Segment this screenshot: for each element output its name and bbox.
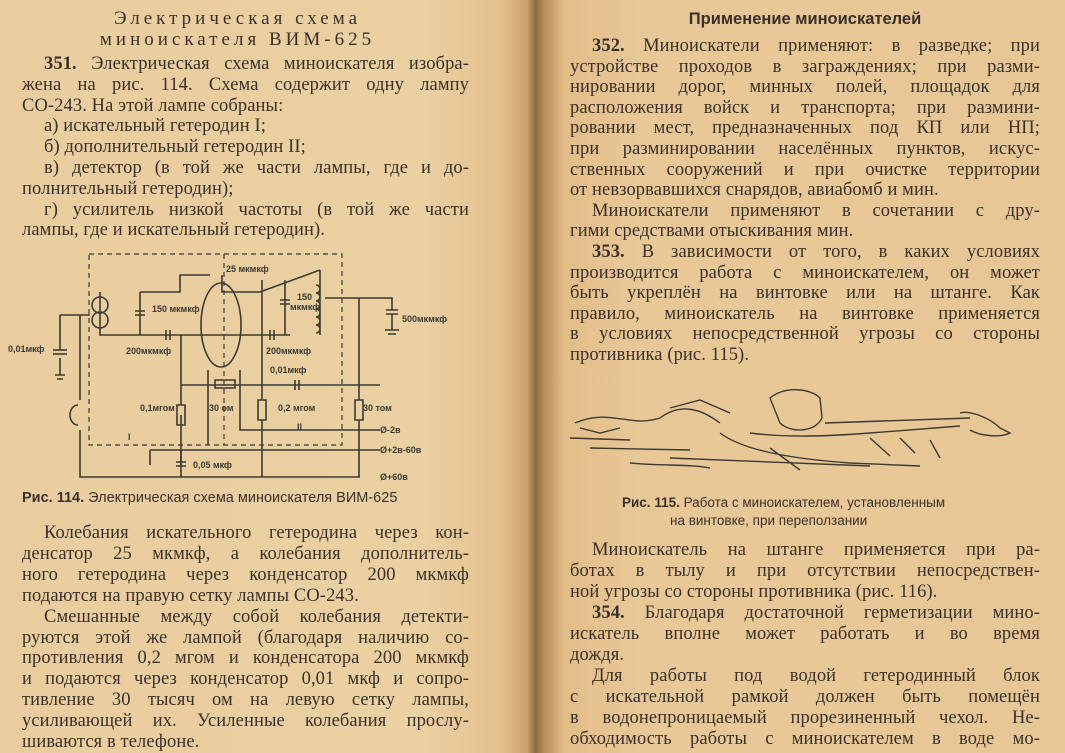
text-line: обходимость работы с миноискателем в вод… xyxy=(570,729,1040,749)
text-line: руются этой же лампой (благодаря наличию… xyxy=(22,627,469,648)
text-line: а) искательный гетеродин I; xyxy=(44,116,267,137)
text-line: ровании мест, предназначенных под КП или… xyxy=(570,118,1040,139)
text-line: тивление 30 тысяч ом на левую сетку ламп… xyxy=(22,690,469,711)
text-line: 353. В зависимости от того, в каких усло… xyxy=(592,242,1040,262)
text-line: нировании дорог, минных полей, площадок … xyxy=(570,77,1040,98)
text-line: при разминировании населённых пунктов, и… xyxy=(570,139,1040,159)
label-c500: 500мкмкф xyxy=(402,314,447,324)
label-block-1: I xyxy=(128,432,131,442)
text-line: устройстве проходов в заграждениях; при … xyxy=(570,56,1040,77)
label-c200b: 200мкмкф xyxy=(266,346,311,356)
label-c001b: 0,01мкф xyxy=(270,365,307,375)
label-r30a: 30 ом xyxy=(209,403,234,413)
label-c200a: 200мкмкф xyxy=(126,346,171,356)
label-c25: 25 мкмкф xyxy=(226,264,269,274)
text-line: быть укреплён на винтовке или на штанге.… xyxy=(570,283,1040,304)
figure-114-circuit-diagram: 25 мкмкф 150 мкмкф 150 мкмкф 500мкмкф 0,… xyxy=(8,253,447,482)
label-block-2: II xyxy=(297,422,302,432)
text-line: жена на рис. 114. Схема содержит одну ла… xyxy=(22,74,469,95)
figure-115-illustration xyxy=(570,389,1012,471)
text-line: 351. Электрическая схема миноискателя из… xyxy=(44,54,469,74)
text-line: г) усилитель низкой частоты (в той же ча… xyxy=(44,199,469,220)
text-line: с искательной рамкой должен быть помещён xyxy=(570,687,1040,707)
text-line: шиваются в телефоне. xyxy=(22,732,200,752)
figure-114-caption: Рис. 114. Электрическая схема миноискате… xyxy=(22,490,398,506)
label-r01: 0,1мгом xyxy=(140,403,175,413)
text-line: Колебания искательного гетеродина через … xyxy=(44,523,469,543)
text-line: денсатор 25 мкмкф, а колебания дополните… xyxy=(22,543,469,564)
label-terminal-2: Ø+2в-60в xyxy=(380,445,422,455)
text-line: в условиях непосредственной угрозы со ст… xyxy=(570,324,1040,345)
label-terminal-3: Ø+60в xyxy=(380,472,408,482)
text-line: производится работа с миноискателем, он … xyxy=(570,262,1040,283)
right-page: Применение миноискателей 352. Миноискате… xyxy=(540,0,1065,753)
text-line: противления 0,2 мгом и конденсатора 200 … xyxy=(22,648,469,669)
text-line: Миноискатели применяют в сочетании с дру… xyxy=(592,200,1040,221)
figure-115-caption-line2: на винтовке, при переползании xyxy=(670,513,868,528)
label-c150a: 150 мкмкф xyxy=(152,304,200,314)
text-line: СО-243. На этой лампе собраны: xyxy=(22,95,284,116)
text-line: правило, миноискатель на винтовке примен… xyxy=(570,303,1040,324)
text-line: ботах в тылу и при отсутствии непосредст… xyxy=(570,561,1040,581)
section-heading: Применение миноискателей xyxy=(688,10,922,28)
text-line: ственных сооружений и при очистке террит… xyxy=(570,159,1040,180)
label-c001a: 0,01мкф xyxy=(8,344,45,354)
label-c005: 0,05 мкф xyxy=(193,460,232,470)
section-title-line2: миноискателя ВИМ-625 xyxy=(99,29,376,50)
text-line: противника (рис. 115). xyxy=(570,345,750,365)
text-line: лампы, где и искательный гетеродин). xyxy=(22,220,325,241)
label-c150b-1: 150 xyxy=(297,292,312,302)
text-line: Смешанные между собой колебания детекти- xyxy=(44,606,469,627)
text-line: и подаются через конденсатор 0,01 мкф и … xyxy=(22,669,469,690)
text-line: от невзорвавшихся снарядов, авиабомб и м… xyxy=(570,180,939,201)
text-line: ной угрозы со стороны противника (рис. 1… xyxy=(570,582,938,602)
text-line: усиливающей их. Усиленные колебания прос… xyxy=(22,711,469,732)
text-line: Для работы под водой гетеродинный блок xyxy=(592,666,1040,686)
text-line: гими средствами отыскивания мин. xyxy=(570,221,854,242)
text-line: 352. Миноискатели применяют: в разведке;… xyxy=(592,36,1040,56)
section-title-line1: Электрическая схема xyxy=(113,8,362,29)
text-line: искатель вполне может работать и во врем… xyxy=(570,624,1040,644)
text-line: дождя. xyxy=(570,645,625,665)
figure-115-caption-line1: Рис. 115. Работа с миноискателем, устано… xyxy=(622,495,946,510)
label-c150b-2: мкмкф xyxy=(290,302,320,312)
text-line: Миноискатель на штанге применяется при р… xyxy=(592,540,1040,560)
label-r02: 0,2 мгом xyxy=(278,403,316,413)
text-line: 354. Благодаря достаточной герметизации … xyxy=(592,603,1040,623)
left-page: Электрическая схема миноискателя ВИМ-625… xyxy=(0,0,505,753)
text-line: расположения войск и транспорта; при раз… xyxy=(570,97,1040,118)
text-line: в) детектор (в той же части лампы, где и… xyxy=(44,158,469,178)
label-terminal-1: Ø-2в xyxy=(380,425,401,435)
text-line: б) дополнительный гетеродин II; xyxy=(44,137,306,158)
label-r30b: 30 том xyxy=(363,403,392,413)
text-line: ного гетеродина через конденсатор 200 мк… xyxy=(22,564,469,585)
text-line: в водонепроницаемый прорезиненный чехол.… xyxy=(570,708,1040,728)
text-line: полнительный гетеродин); xyxy=(22,178,234,199)
text-line: подаются на правую сетку лампы СО-243. xyxy=(22,585,359,606)
